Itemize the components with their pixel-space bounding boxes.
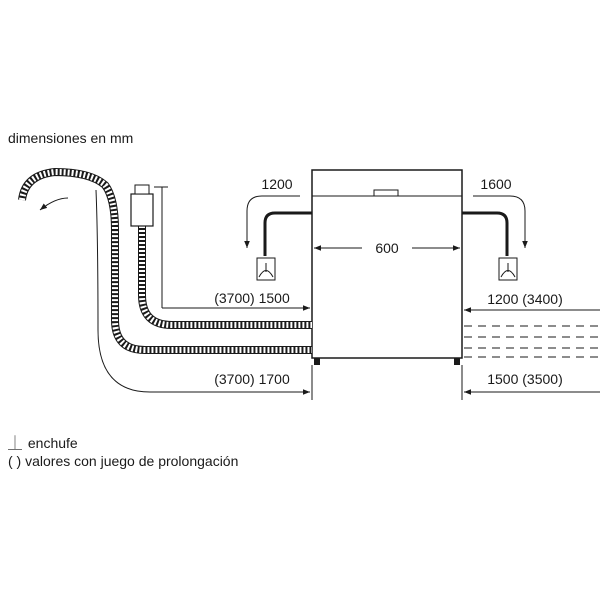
right-lower-label: 1500 (3500)	[487, 371, 563, 387]
drain-hose: (3700) 1700	[18, 167, 312, 395]
left-lower-label: (3700) 1700	[214, 371, 290, 387]
width-dimension: 600	[314, 240, 460, 256]
right-power-cord: 1600	[462, 176, 528, 281]
left-top-label: 1200	[261, 176, 292, 192]
right-top-label: 1600	[480, 176, 511, 192]
plug-icon: ⏊	[8, 435, 22, 451]
width-label: 600	[375, 240, 399, 256]
plug-legend-label: enchufe	[27, 435, 78, 451]
inlet-hose: (3700) 1500	[130, 184, 312, 329]
left-power-cord: 1200	[244, 176, 312, 281]
parentheses-legend-label: valores con juego de prolongación	[25, 453, 239, 469]
right-upper-label: 1200 (3400)	[487, 291, 563, 307]
left-upper-label: (3700) 1500	[214, 290, 290, 306]
diagram-title: dimensiones en mm	[8, 130, 134, 146]
legend-plug: ⏊ enchufe	[8, 434, 78, 452]
parentheses-symbol: ( )	[8, 453, 22, 469]
dishwasher-body	[311, 169, 463, 365]
legend-parentheses: ( ) valores con juego de prolongación	[8, 452, 238, 470]
right-dimensions: 1200 (3400) 1500 (3500)	[464, 291, 600, 395]
